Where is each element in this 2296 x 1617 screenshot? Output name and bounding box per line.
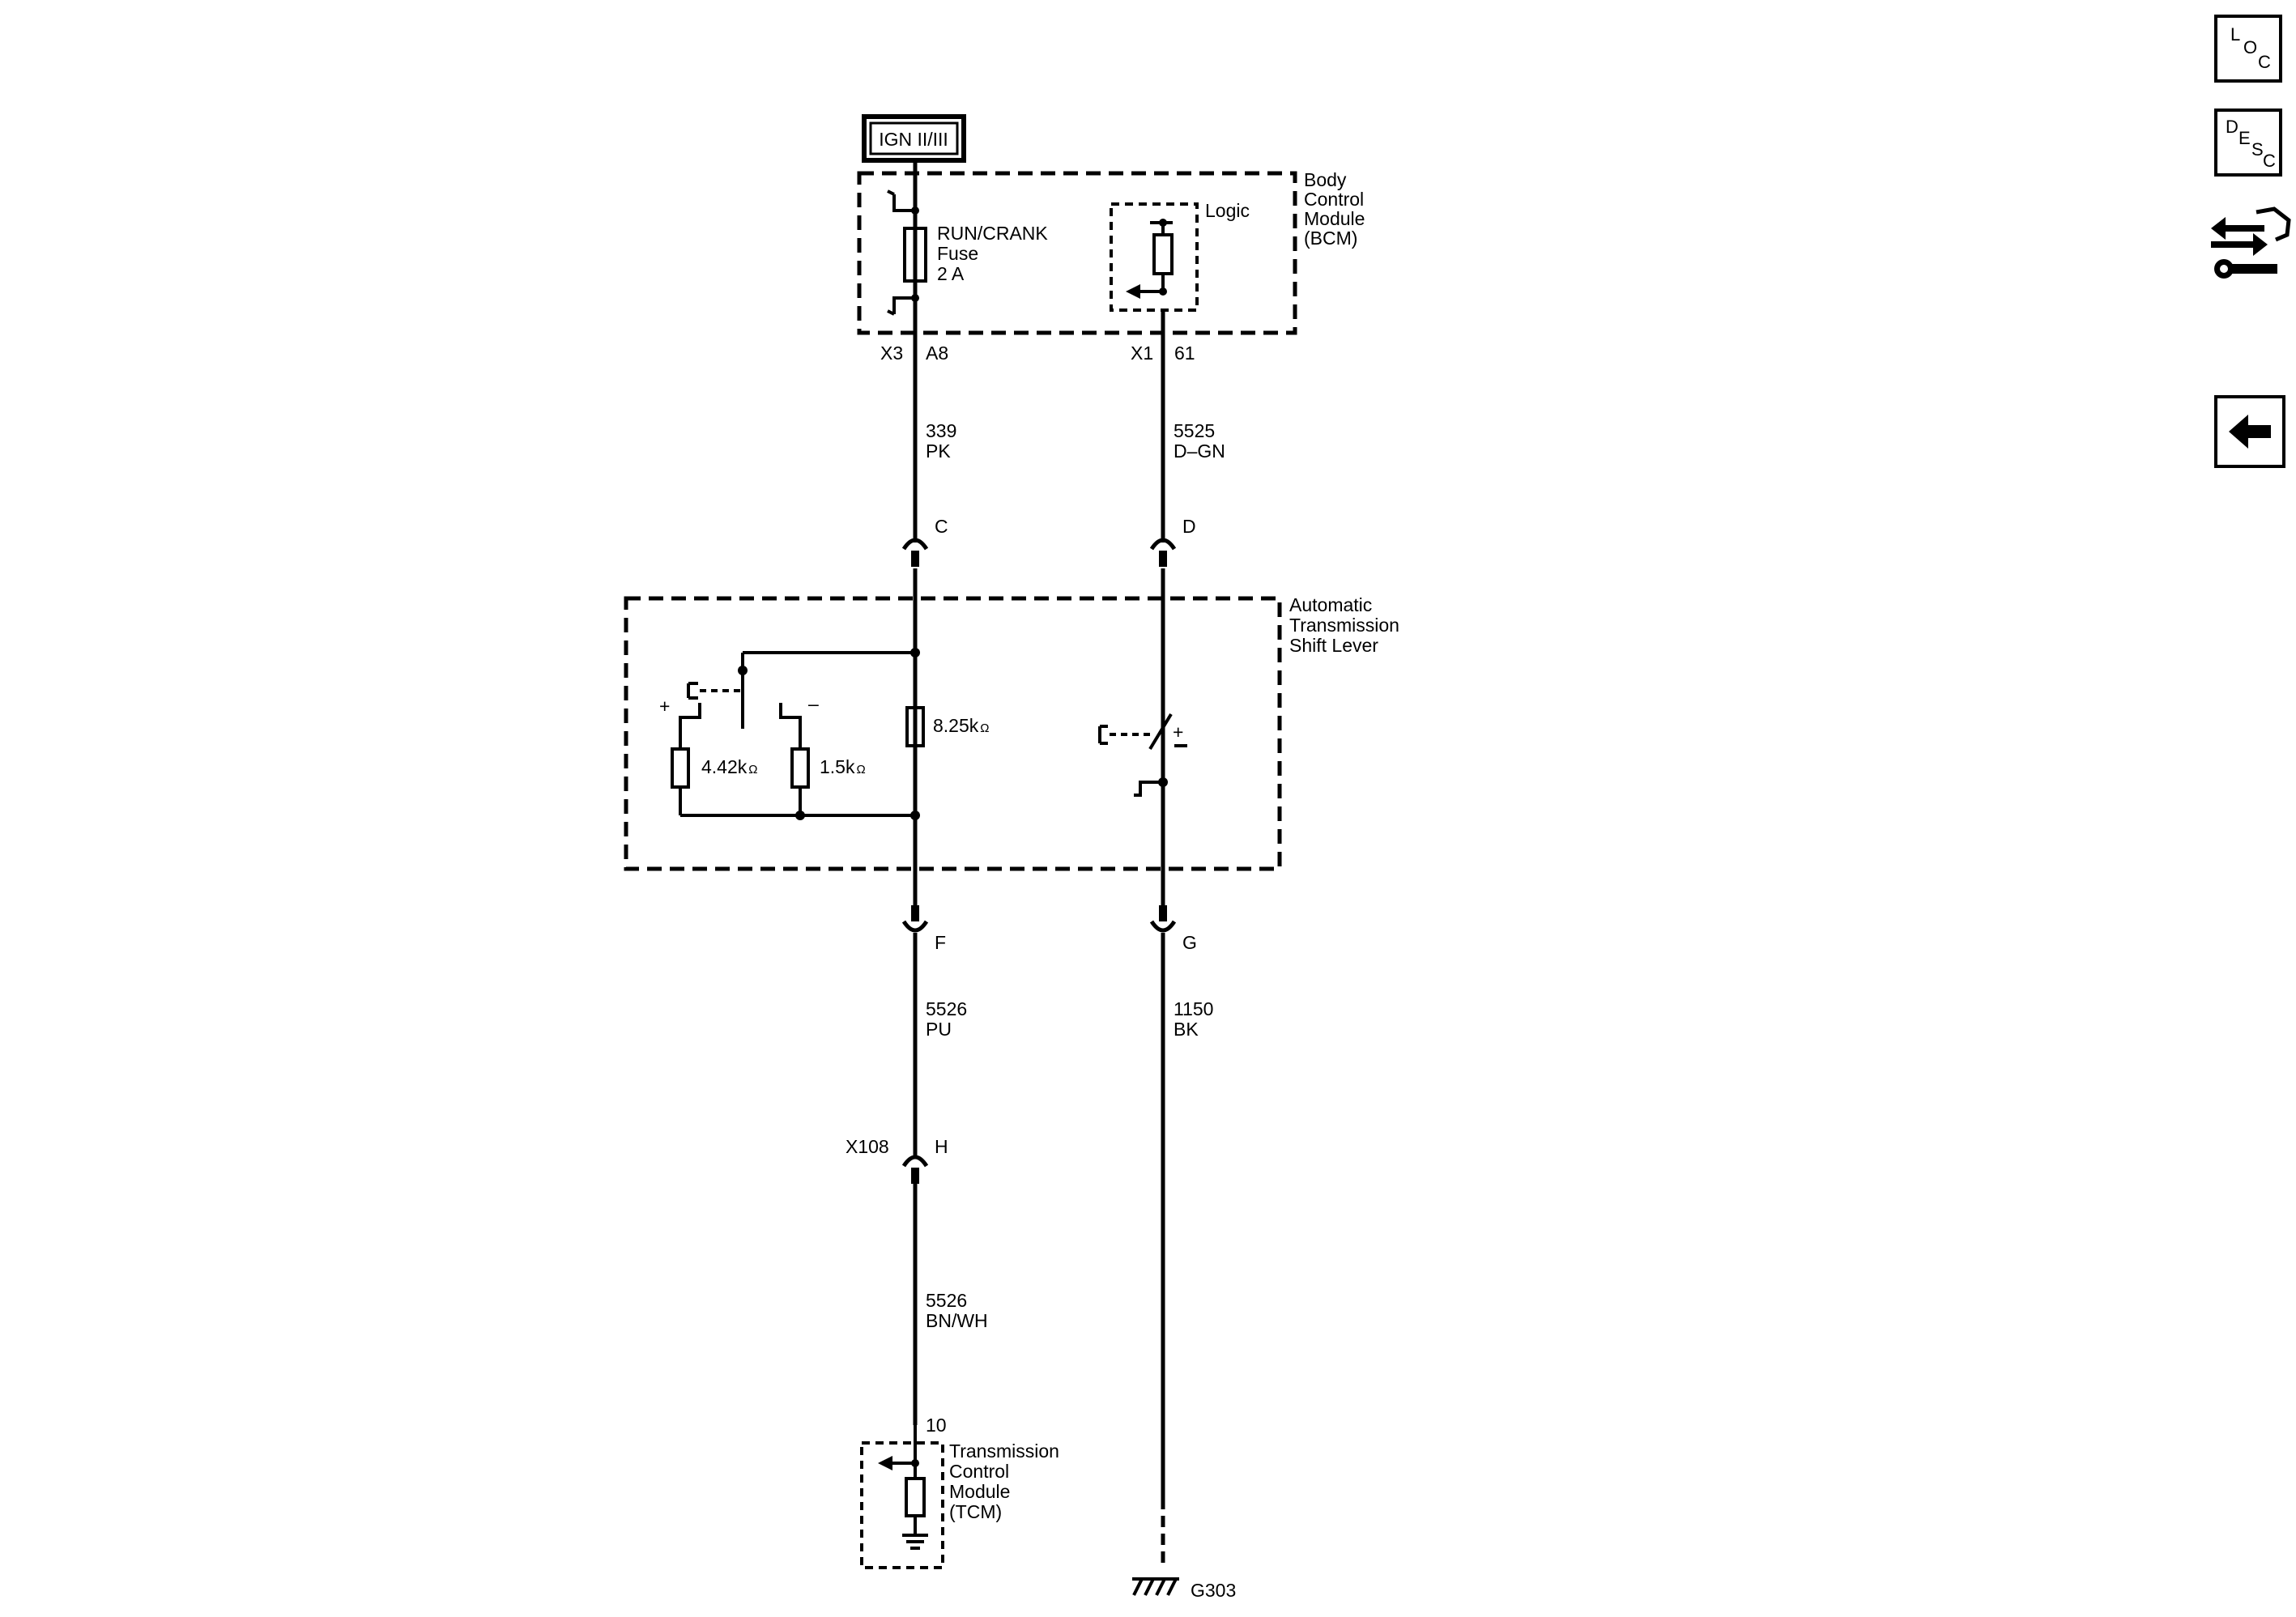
loc-letter-o: O [2243,37,2258,57]
fuse-label-2: Fuse [937,243,978,264]
desc-button[interactable]: D E S C [2214,109,2282,177]
bcm-module: Body Control Module (BCM) RUN/CRANK Fuse… [857,169,1365,364]
tcm-module: 10 Transmission Control Module (TCM) [860,1415,1059,1569]
connector-f: F [901,905,946,953]
bcm-name-4: (BCM) [1304,228,1357,249]
bcm-name-1: Body [1304,169,1347,190]
tcm-name-4: (TCM) [949,1501,1002,1522]
shift-plus-sign: + [659,696,670,717]
wire-5526-bnwh-color: BN/WH [926,1310,988,1331]
tcm-pin-10: 10 [926,1415,947,1436]
connector-c: C [901,516,948,567]
bcm-name-2: Control [1304,189,1364,210]
pin-g: G [1182,932,1197,953]
ground-g303: G303 [1132,1577,1236,1601]
run-crank-fuse: RUN/CRANK Fuse 2 A [887,189,1048,316]
desc-letter-c: C [2263,151,2276,171]
loc-letter-l: L [2230,24,2241,45]
wire-5525-color: D–GN [1174,440,1225,462]
fuse-label-1: RUN/CRANK [937,223,1048,244]
connector-g: G [1149,905,1197,953]
connector-x1: X1 [1131,343,1153,364]
ground-label: G303 [1191,1580,1236,1601]
desc-letter-s: S [2251,139,2264,160]
switch-plus-sign: + [1173,721,1183,743]
shift-lever-name-3: Shift Lever [1289,635,1378,656]
logic-label: Logic [1205,200,1250,221]
connector-x108: X108 [846,1136,889,1157]
wire-1150-circuit: 1150 [1174,998,1213,1019]
loc-button[interactable]: L O C [2214,15,2282,83]
tcm-name-3: Module [949,1481,1010,1502]
wire-5525-circuit: 5525 [1174,420,1215,441]
tcm-name-1: Transmission [949,1440,1059,1462]
pin-f: F [935,932,946,953]
back-arrow-icon [2229,415,2271,449]
connector-swap-icon[interactable] [2211,206,2291,279]
fuse-label-3: 2 A [937,263,965,284]
connector-x108-h: X108 H [846,1136,948,1184]
pin-h: H [935,1136,948,1157]
connector-x3: X3 [880,343,903,364]
bcm-logic: Logic [1110,200,1250,312]
pin-a8: A8 [926,343,948,364]
wire-5526-bnwh-circuit: 5526 [926,1290,967,1311]
loc-letter-c: C [2258,52,2271,72]
pin-d: D [1182,516,1196,537]
back-button[interactable] [2214,395,2285,468]
wire-339-color: PK [926,440,951,462]
ign-source: IGN II/III [862,114,966,163]
wire-5526-pu-color: PU [926,1019,952,1040]
shift-lever-name-1: Automatic [1289,594,1372,615]
shift-minus-sign: – [808,693,819,714]
desc-letter-d: D [2226,117,2238,137]
connector-d: D [1149,516,1196,567]
pin-c: C [935,516,948,537]
bcm-name-3: Module [1304,208,1365,229]
desc-letter-e: E [2238,128,2251,148]
shift-lever-module: Automatic Transmission Shift Lever + – 4… [624,594,1399,871]
ign-label: IGN II/III [879,129,948,150]
tcm-name-2: Control [949,1461,1009,1482]
pin-61: 61 [1174,343,1195,364]
wire-1150-color: BK [1174,1019,1199,1040]
wire-5526-pu-circuit: 5526 [926,998,967,1019]
wire-339-circuit: 339 [926,420,956,441]
shift-lever-name-2: Transmission [1289,615,1399,636]
